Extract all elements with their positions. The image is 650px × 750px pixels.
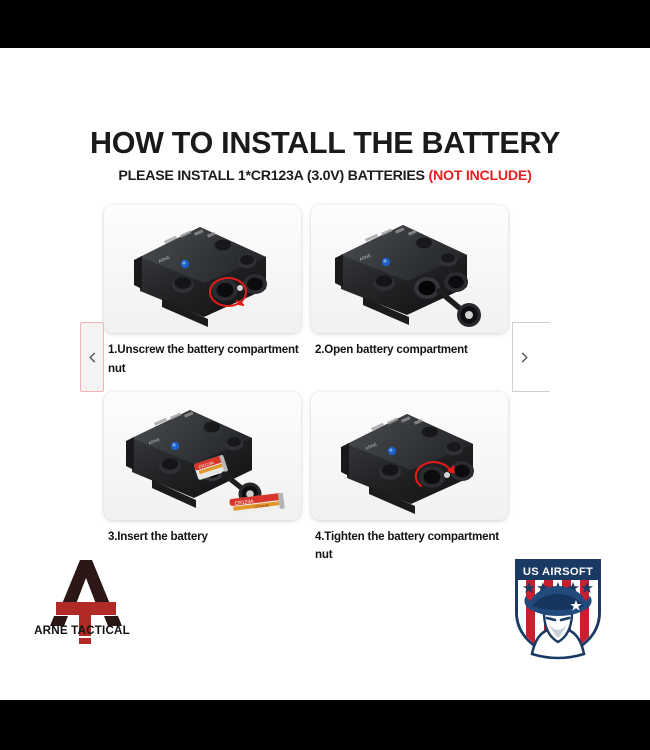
letterbox-bar-bottom	[0, 700, 650, 750]
svg-text:ARNE: ARNE	[359, 253, 372, 262]
step-image-card-2[interactable]: ARNE	[311, 205, 508, 333]
peq-device-photo-3: ARNE	[104, 391, 301, 520]
chevron-right-icon	[521, 352, 528, 362]
peq-device-photo-4: ARNE	[311, 391, 508, 520]
svg-text:ARNE: ARNE	[158, 255, 171, 264]
chevron-left-icon	[88, 352, 95, 362]
page-title: HOW TO INSTALL THE BATTERY	[89, 126, 560, 160]
content-stage: HOW TO INSTALL THE BATTERY PLEASE INSTAL…	[0, 48, 650, 700]
step-cell-1: ARNE	[104, 205, 301, 379]
subtitle-warning-text: (NOT INCLUDE)	[428, 168, 532, 184]
peq-device-photo-2: ARNE	[311, 205, 508, 333]
svg-text:CR123A: CR123A	[234, 498, 254, 506]
svg-text:ARNE TACTICAL: ARNE TACTICAL	[34, 624, 130, 637]
step-image-card-1[interactable]: ARNE	[104, 205, 301, 333]
step-cell-2: ARNE	[311, 205, 508, 379]
step-cell-3: ARNE	[104, 391, 301, 566]
steps-grid: ARNE	[104, 205, 508, 565]
steps-row-2: ARNE	[104, 391, 508, 566]
step-caption-1: 1.Unscrew the battery compartment nut	[108, 343, 299, 375]
steps-row-1: ARNE	[104, 205, 508, 379]
step-caption-4: 4.Tighten the battery compartment nut	[315, 529, 499, 562]
step-caption-3: 3.Insert the battery	[108, 529, 208, 543]
step-cell-4: ARNE	[311, 391, 508, 566]
peq-device-photo-1: ARNE	[104, 205, 301, 333]
page-subtitle: PLEASE INSTALL 1*CR123A (3.0V) BATTERIES…	[0, 168, 650, 184]
us-airsoft-logo: US AIRSOFT	[515, 559, 601, 660]
svg-text:US AIRSOFT: US AIRSOFT	[523, 566, 593, 578]
arne-tactical-logo: ARNE TACTICAL	[34, 560, 130, 644]
step-image-card-4[interactable]: ARNE	[311, 391, 508, 520]
carousel-next-button[interactable]	[512, 322, 550, 392]
svg-text:ARNE: ARNE	[365, 441, 378, 450]
step-image-card-3[interactable]: ARNE	[104, 391, 301, 520]
carousel-prev-button[interactable]	[80, 322, 104, 392]
step-caption-2: 2.Open battery compartment	[315, 343, 468, 356]
letterbox-bar-top	[0, 0, 650, 48]
svg-text:ARNE: ARNE	[148, 436, 161, 445]
svg-text:CR123A: CR123A	[198, 459, 215, 469]
subtitle-main-text: PLEASE INSTALL 1*CR123A (3.0V) BATTERIES	[118, 168, 429, 184]
svg-text:LITHIUM: LITHIUM	[254, 503, 269, 509]
